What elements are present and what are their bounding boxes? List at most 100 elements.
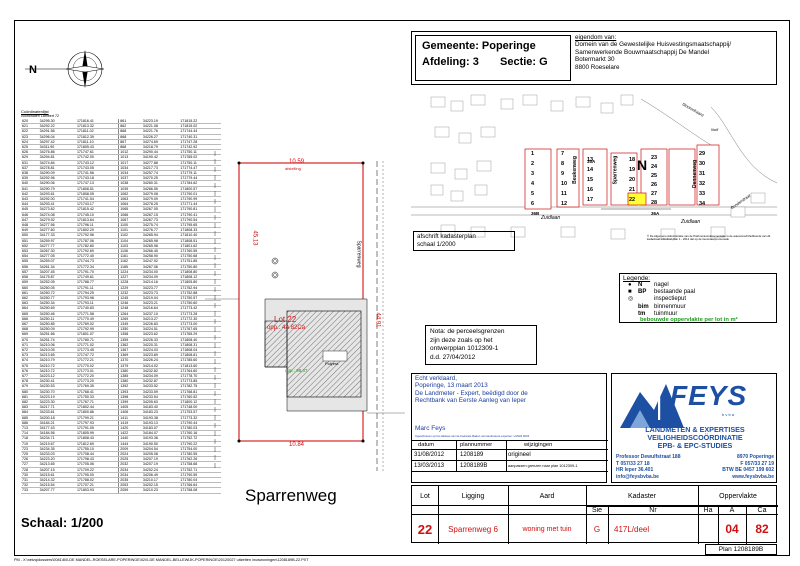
coord-cell: 659 [21, 279, 39, 286]
coord-cell: 1422 [118, 430, 142, 437]
cell-a: 04 [725, 522, 739, 536]
coord-cell: 650 [21, 232, 39, 239]
coord-cell: 34292.96 [38, 175, 76, 182]
rev-header-date: datum [418, 442, 435, 448]
coord-cell: 34190.42 [141, 154, 180, 161]
coord-cell: 726 [21, 456, 39, 463]
surveyor-name: Marc Feys [415, 425, 446, 432]
coord-cell: 171792.96 [75, 232, 119, 239]
coord-cell: 171753.57 [179, 409, 221, 416]
coord-cell: 171800.12 [179, 399, 221, 406]
coord-cell: 653 [21, 248, 39, 255]
coord-cell: 171769.35 [75, 383, 119, 390]
coord-cell: 728 [21, 467, 39, 473]
kadaster-caption: afschrift kadasterplan schaal 1/2000 [413, 231, 515, 251]
coord-cell: 2053 [118, 482, 142, 489]
inset-parcel-number: 25 [651, 173, 658, 179]
coord-cell: 1228 [118, 279, 142, 286]
inset-copyright: © De Algemene Administratie van de Patri… [647, 234, 771, 242]
coord-cell: 34214.32 [38, 477, 76, 484]
coord-cell: 34290.06 [38, 180, 76, 187]
coord-cell: 667 [21, 321, 39, 328]
cell-aard: woning met tuin [522, 525, 572, 533]
coord-cell: 171750.60 [179, 300, 221, 307]
coord-cell: 171780.55 [179, 451, 221, 458]
coord-cell: 171770.49 [75, 316, 119, 322]
coord-cell: 34223.73 [141, 290, 180, 296]
company-web[interactable]: www.feysbvba.be [732, 473, 774, 480]
coord-cell: 171745.10 [75, 212, 119, 218]
note-box: Nota: de perceelsgrenzen zijn deze zoals… [425, 325, 537, 365]
coord-cell: 34210.72 [38, 363, 76, 369]
coord-cell: 34223.77 [141, 285, 180, 291]
coord-cell: 34234.09 [141, 373, 180, 380]
certification-block: Echt verklaard, Poperinge, 13 maart 2013… [411, 373, 608, 483]
coord-cell: 34267.30 [38, 248, 76, 255]
coord-cell: 171767.71 [75, 399, 119, 406]
lot-label: Lot 22 [274, 315, 297, 324]
coord-cell: 2059 [118, 487, 142, 494]
coord-cell: 1393 [118, 389, 142, 395]
coord-cell: 171788.77 [75, 279, 119, 286]
coord-cell: 665 [21, 311, 39, 317]
coord-cell: 34204.54 [141, 446, 180, 453]
inset-parcel-number: 34 [699, 201, 706, 207]
coord-cell: 719 [21, 441, 39, 447]
coord-cell: 34207.19 [141, 461, 180, 468]
afdeling: Afdeling: 3 [422, 56, 479, 68]
inset-parcel-number: 18 [629, 157, 636, 163]
coord-cell: 625 [21, 144, 39, 151]
coord-cell: 171772.34 [75, 264, 119, 270]
coord-cell: 680 [21, 389, 39, 395]
header-ligging: Ligging [461, 492, 485, 500]
coord-cell: 171805.43 [75, 144, 119, 151]
coord-cell: 34267.15 [141, 212, 180, 218]
inset-36a: 36A [651, 211, 660, 216]
coord-cell: 1349 [118, 321, 142, 328]
coord-cell: 171808.33 [179, 227, 221, 234]
coord-cell: 1420 [118, 425, 142, 432]
coord-cell: 639 [21, 175, 39, 182]
coord-cell: 171808.81 [179, 352, 221, 359]
coord-cell: 670 [21, 337, 39, 343]
company-email[interactable]: info@feysbvba.be [616, 473, 659, 480]
coord-cell: 171787.06 [75, 238, 119, 244]
coord-cell: 2009 [118, 446, 142, 453]
coord-cell: 34292.22 [38, 123, 76, 130]
coord-cell: 34265.98 [141, 243, 180, 250]
legend-code: tm [638, 310, 646, 317]
coord-cell: 1369 [118, 352, 142, 359]
company-tagline: b v b a [722, 412, 735, 417]
inset-parcel-number: 5 [531, 191, 535, 197]
coord-cell: 171779.11 [179, 170, 221, 177]
coord-cell: 34210.23 [141, 487, 180, 494]
legend-item: ◎inspectieput [628, 296, 695, 303]
coord-cell: 171790.59 [179, 472, 221, 479]
company-block: FEYS b v b a LANDMETEN & EXPERTISES VEIL… [611, 373, 777, 483]
coord-cell: 34250.34 [38, 300, 76, 307]
coord-cell: 171790.81 [179, 206, 221, 213]
coord-cell: 171800.57 [179, 186, 221, 192]
inset-parcel-number: 7 [561, 151, 565, 157]
coord-cell: 171773.85 [179, 378, 221, 385]
coord-cell: 645 [21, 206, 39, 213]
legend-symbol-icon [628, 304, 638, 311]
coord-cell: 34233.03 [38, 451, 76, 458]
rev-date: 31/08/2012 [414, 452, 445, 458]
cell-nr: 417L/deel [614, 524, 650, 534]
coord-cell: 171788.02 [75, 477, 119, 484]
